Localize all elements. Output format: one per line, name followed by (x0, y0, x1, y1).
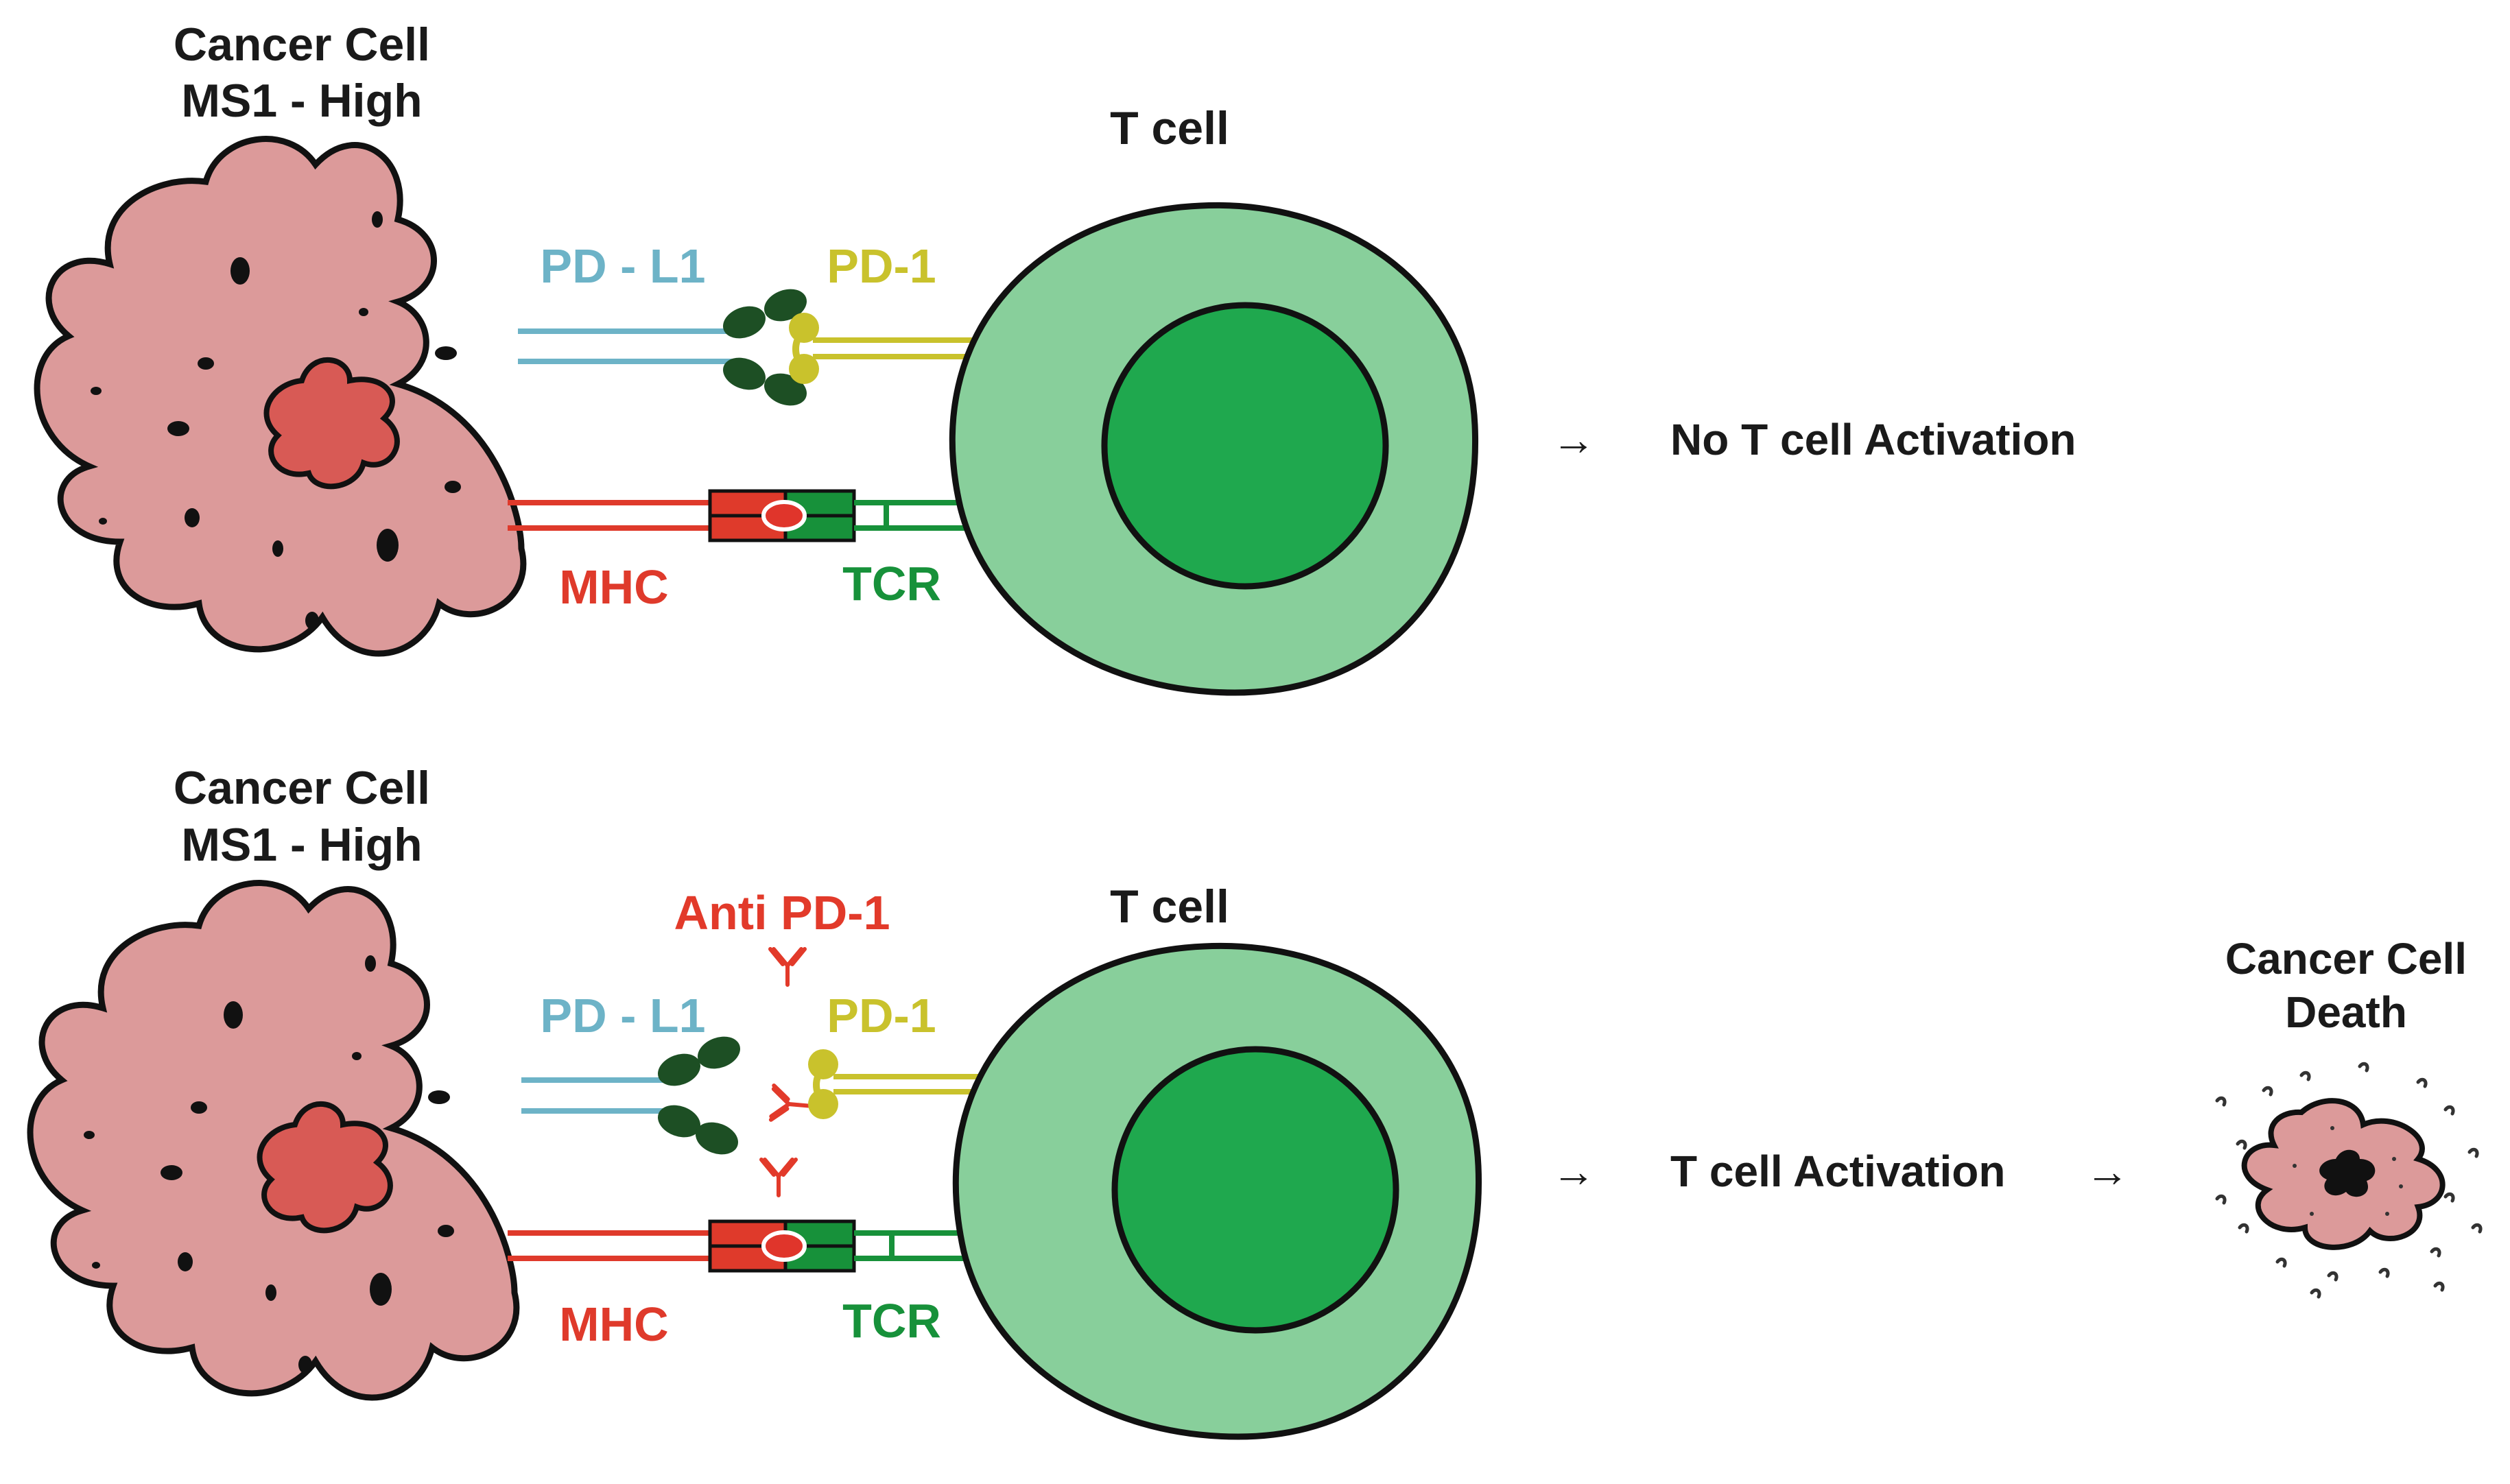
cancer-cell-label-line1: Cancer Cell (174, 19, 430, 71)
mhc-receptor (508, 489, 788, 542)
pd-1-label: PD-1 (827, 989, 936, 1042)
cancer-cell-label-line2: MS1 - High (181, 75, 422, 127)
top-panel: Cancer Cell MS1 - High PD - L1 PD-1 (34, 19, 2076, 696)
cytoplasm-dots (91, 211, 461, 630)
pd-1-label: PD-1 (827, 239, 936, 293)
antigen-peptide (761, 1230, 807, 1262)
tcr-label: TCR (842, 1294, 941, 1348)
mhc-receptor (508, 1219, 788, 1273)
tcr-label: TCR (842, 557, 941, 610)
dying-cancer-nucleus (2319, 1149, 2376, 1197)
dying-cancer-cell (2215, 1062, 2483, 1299)
cell-debris (2215, 1062, 2483, 1299)
bottom-panel: Cancer Cell MS1 - High Anti PD-1 PD - L1 (27, 762, 2483, 1440)
pd-l1-receptor (521, 1077, 676, 1114)
cancer-cell-bottom (27, 880, 520, 1401)
t-cell-label: T cell (1110, 881, 1229, 933)
mhc-label: MHC (559, 1297, 668, 1351)
pd-l1-label: PD - L1 (540, 239, 705, 293)
t-cell-label: T cell (1110, 102, 1229, 154)
cancer-cell-label-line1: Cancer Cell (174, 762, 430, 814)
death-label-line1: Cancer Cell (2225, 934, 2467, 983)
t-cell-bottom (952, 942, 1482, 1440)
cancer-nucleus (263, 357, 400, 490)
mhc-label: MHC (559, 560, 668, 614)
outcome-arrow: → (1552, 1147, 1596, 1196)
t-cell-nucleus (1101, 302, 1389, 590)
dying-cell-dots (2293, 1126, 2403, 1216)
pd-l1-label: PD - L1 (540, 989, 705, 1042)
t-cell-nucleus (1111, 1046, 1399, 1334)
outcome-label: T cell Activation (1670, 1147, 2005, 1196)
antigen-peptide (761, 500, 807, 531)
cancer-cell-label-line2: MS1 - High (181, 819, 422, 871)
pd-l1-binding-domain (658, 1036, 740, 1155)
anti-pd1-antibody-icon (761, 1160, 796, 1195)
anti-pd1-antibody-icon (770, 949, 805, 985)
death-arrow: → (2085, 1147, 2129, 1196)
cancer-nucleus (257, 1101, 393, 1234)
pd-l1-receptor (518, 328, 741, 364)
anti-pd1-antibody-icon (771, 1086, 809, 1123)
outcome-label: No T cell Activation (1670, 415, 2076, 464)
outcome-arrow: → (1552, 415, 1596, 464)
cancer-cell-top (34, 136, 527, 657)
death-label-line2: Death (2285, 988, 2407, 1037)
anti-pd1-label: Anti PD-1 (674, 886, 890, 940)
t-cell-top (949, 202, 1479, 696)
cytoplasm-dots (84, 955, 454, 1374)
